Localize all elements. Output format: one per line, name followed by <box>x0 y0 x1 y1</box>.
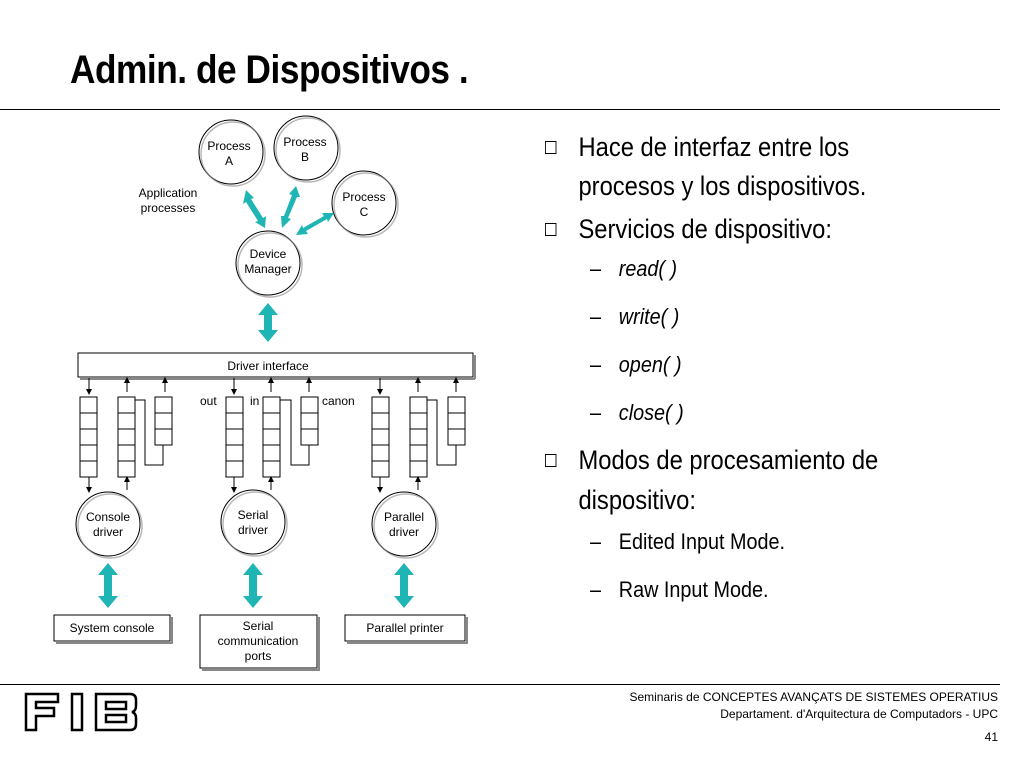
sub-bullet-write: – write( ) <box>545 293 979 341</box>
parallel-driver-label-2: driver <box>389 525 419 539</box>
slide-title: Admin. de Dispositivos . <box>70 48 469 92</box>
dash-icon: – <box>590 256 602 282</box>
application-processes-label-2: processes <box>141 201 196 215</box>
process-a-label-2: A <box>225 154 233 168</box>
sub-bullet-raw-text: Raw Input Mode. <box>618 576 769 602</box>
device-manager-diagram: Process A Process B Process C Applicatio… <box>53 115 476 671</box>
bullet-services-text: Servicios de dispositivo: <box>578 214 833 245</box>
device-manager-label-1: Device <box>250 247 287 261</box>
fib-logo-icon <box>24 692 138 732</box>
queue-label-out: out <box>200 394 217 408</box>
arrow-device-manager <box>258 303 278 342</box>
queue-label-in: in <box>250 394 259 408</box>
footer-department: Departament. d'Arquitectura de Computado… <box>720 707 998 721</box>
system-console-label: System console <box>70 621 155 635</box>
sub-bullet-write-text: write( ) <box>618 304 680 330</box>
bullet-services: Servicios de dispositivo: <box>545 210 1018 249</box>
dash-icon: – <box>590 576 602 602</box>
dash-icon: – <box>590 400 602 426</box>
arrow-parallel <box>394 563 414 608</box>
page-number: 41 <box>984 730 998 744</box>
queue-label-canon: canon <box>322 394 355 408</box>
process-c-label-1: Process <box>342 190 385 204</box>
serial-queues <box>225 377 319 493</box>
process-c-node: Process C <box>331 170 399 238</box>
arrow-console <box>98 563 118 608</box>
process-b-node: Process B <box>273 115 341 183</box>
bullet-modes: Modos de procesamiento de dispositivo: <box>545 441 1018 519</box>
process-b-label-2: B <box>301 150 309 164</box>
parallel-queues <box>371 377 466 493</box>
process-a-label-1: Process <box>207 139 250 153</box>
parallel-printer-label: Parallel printer <box>366 621 443 635</box>
sub-bullet-open: – open( ) <box>545 341 979 389</box>
footer-course: Seminaris de CONCEPTES AVANÇATS DE SISTE… <box>629 690 998 704</box>
arrow-process-a <box>243 190 266 228</box>
console-queues <box>79 377 173 493</box>
bullet-interface: Hace de interfaz entre los procesos y lo… <box>545 128 1018 206</box>
arrow-process-c <box>296 213 334 235</box>
console-driver-label-1: Console <box>86 510 130 524</box>
sub-bullet-open-text: open( ) <box>618 352 682 378</box>
dash-icon: – <box>590 352 602 378</box>
sub-bullet-read: – read( ) <box>545 245 979 293</box>
application-processes-label-1: Application <box>139 186 198 200</box>
dash-icon: – <box>590 528 602 554</box>
console-driver-label-2: driver <box>93 525 123 539</box>
driver-interface-label: Driver interface <box>227 359 309 373</box>
serial-driver-label-1: Serial <box>238 508 269 522</box>
parallel-printer-box: Parallel printer <box>344 614 468 644</box>
device-manager-node: Device Manager <box>235 230 303 298</box>
process-b-label-1: Process <box>283 135 326 149</box>
system-console-box: System console <box>53 614 173 644</box>
sub-bullet-raw-mode: – Raw Input Mode. <box>545 566 979 614</box>
serial-ports-label-3: ports <box>245 649 272 663</box>
process-arrows <box>243 186 334 342</box>
arrow-process-b <box>281 186 300 228</box>
footer-divider <box>0 684 1000 685</box>
sub-bullet-read-text: read( ) <box>618 256 678 282</box>
bullet-modes-text: Modos de procesamiento de dispositivo: <box>578 445 879 515</box>
device-manager-label-2: Manager <box>244 262 291 276</box>
arrow-serial <box>243 563 263 608</box>
bullet-list: Hace de interfaz entre los procesos y lo… <box>545 128 985 614</box>
sub-bullet-edited-mode: – Edited Input Mode. <box>545 518 979 566</box>
sub-bullet-close-text: close( ) <box>618 400 684 426</box>
parallel-driver-label-1: Parallel <box>384 510 424 524</box>
serial-driver-label-2: driver <box>238 523 268 537</box>
dash-icon: – <box>590 304 602 330</box>
bullet-interface-text: Hace de interfaz entre los procesos y lo… <box>578 132 867 202</box>
serial-ports-box: Serial communication ports <box>199 614 320 671</box>
process-a-node: Process A <box>198 119 266 187</box>
sub-bullet-edited-text: Edited Input Mode. <box>618 528 786 554</box>
console-driver-node: Console driver <box>75 491 143 559</box>
title-divider <box>0 109 1000 110</box>
driver-interface: Driver interface <box>77 352 476 380</box>
square-bullet-icon <box>545 141 557 154</box>
serial-ports-label-2: communication <box>218 634 299 648</box>
serial-driver-node: Serial driver <box>220 489 288 557</box>
parallel-driver-node: Parallel driver <box>371 491 439 559</box>
serial-ports-label-1: Serial <box>243 619 274 633</box>
process-c-label-2: C <box>360 205 369 219</box>
device-arrows <box>98 563 414 608</box>
square-bullet-icon <box>545 223 557 237</box>
sub-bullet-close: – close( ) <box>545 389 979 437</box>
square-bullet-icon <box>545 454 557 468</box>
